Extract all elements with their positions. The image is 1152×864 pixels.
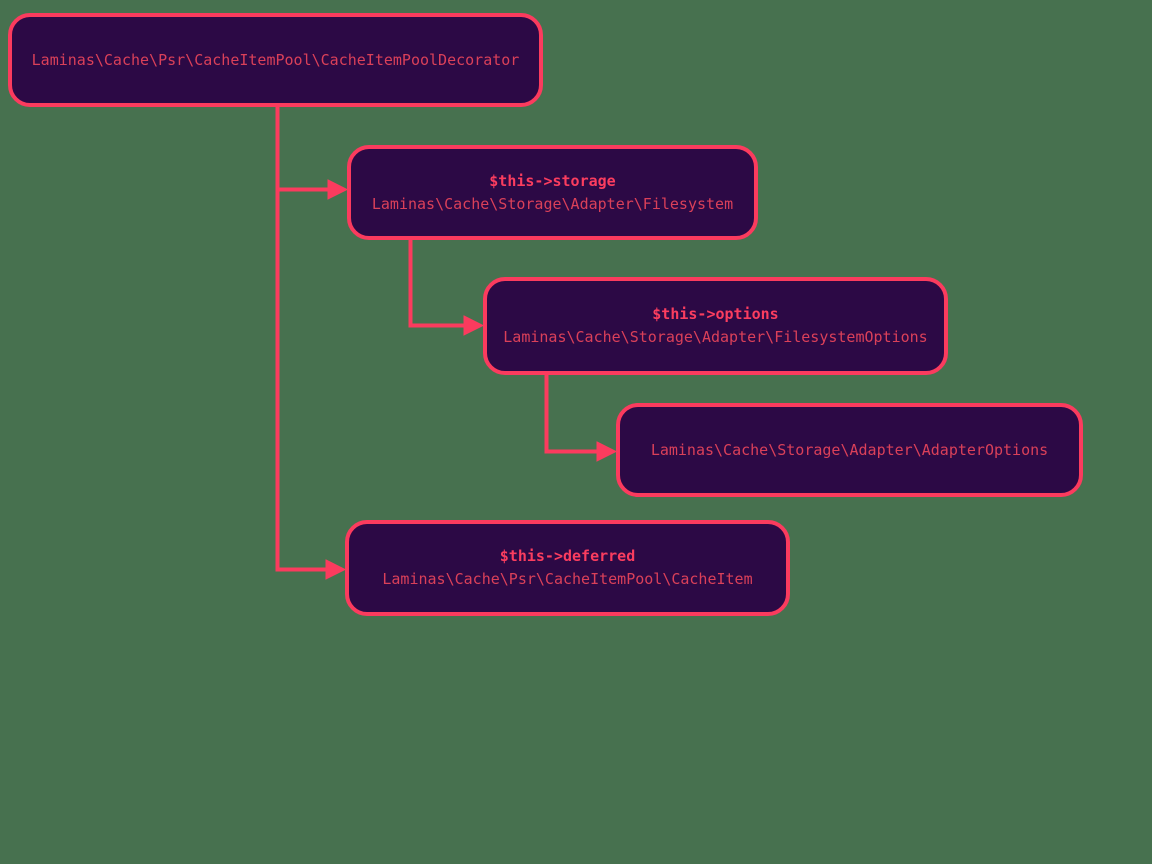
node-class-name: Laminas\Cache\Psr\CacheItemPool\CacheIte… [31, 50, 520, 69]
node-deferred-cache-item: $this->deferred Laminas\Cache\Psr\CacheI… [345, 520, 790, 616]
edge-root-to-deferred [275, 107, 327, 572]
node-filesystem-storage: $this->storage Laminas\Cache\Storage\Ada… [347, 145, 758, 240]
arrowhead-storage [327, 179, 349, 200]
edge-options-to-adapter-options [544, 375, 598, 454]
arrowhead-deferred [325, 559, 347, 580]
node-property-label: $this->deferred [499, 547, 636, 565]
arrowhead-adapter-options [596, 441, 618, 462]
node-property-label: $this->storage [489, 171, 616, 190]
node-class-name: Laminas\Cache\Storage\Adapter\Filesystem… [503, 328, 928, 346]
node-property-label: $this->options [652, 305, 779, 323]
node-cache-item-pool-decorator: Laminas\Cache\Psr\CacheItemPool\CacheIte… [8, 13, 543, 107]
node-adapter-options: Laminas\Cache\Storage\Adapter\AdapterOpt… [616, 403, 1083, 497]
edge-storage-to-options [408, 240, 465, 328]
node-class-name: Laminas\Cache\Psr\CacheItemPool\CacheIte… [382, 570, 753, 588]
node-class-name: Laminas\Cache\Storage\Adapter\AdapterOpt… [650, 440, 1049, 459]
node-class-name: Laminas\Cache\Storage\Adapter\Filesystem [371, 194, 734, 213]
arrowhead-options [463, 315, 485, 336]
node-filesystem-options: $this->options Laminas\Cache\Storage\Ada… [483, 277, 948, 375]
